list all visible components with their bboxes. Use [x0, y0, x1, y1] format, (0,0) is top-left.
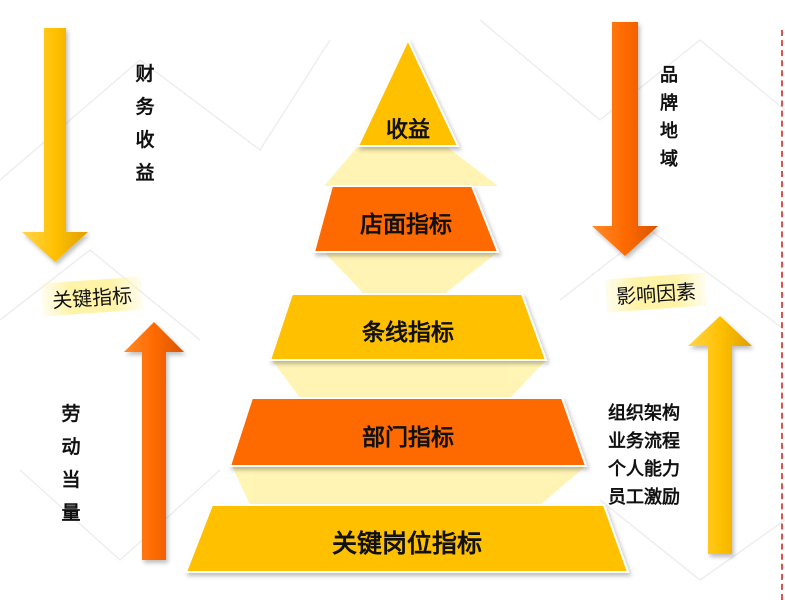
- factor-item: 业务流程: [608, 431, 680, 452]
- background-lines: [0, 19, 785, 581]
- pyramid-level-2: [312, 185, 500, 253]
- right-top-text: 品牌地域: [660, 65, 678, 170]
- left-key-indicator-tag: 关键指标: [40, 276, 144, 317]
- pyramid-level-5: [184, 504, 630, 573]
- pyramid-label-5: 关键岗位指标: [331, 529, 482, 558]
- left-bottom-text: 劳动当量: [61, 403, 81, 524]
- factor-item: 个人能力: [608, 459, 680, 480]
- pyramid-label-4: 部门指标: [362, 425, 454, 451]
- right-down-arrow: [592, 22, 658, 256]
- pyramid-level-4: [228, 397, 588, 467]
- right-edge-divider: [781, 30, 783, 600]
- pyramid-level-3: [268, 293, 548, 361]
- right-factor-list: 组织架构 业务流程 个人能力 员工激励: [608, 400, 680, 512]
- right-factors-tag: 影响因素: [604, 272, 708, 313]
- pyramid-label-1: 收益: [385, 118, 430, 143]
- left-top-text: 财务收益: [135, 63, 155, 184]
- factor-item: 员工激励: [608, 487, 680, 508]
- left-up-arrow: [124, 322, 184, 560]
- right-up-arrow: [688, 316, 752, 554]
- pyramid: [184, 37, 630, 573]
- left-down-arrow: [22, 28, 88, 262]
- factor-item: 组织架构: [608, 403, 680, 424]
- connector-bands: [232, 146, 586, 505]
- pyramid-label-2: 店面指标: [360, 212, 452, 238]
- pyramid-level-1: [356, 37, 460, 147]
- pyramid-label-3: 条线指标: [362, 320, 454, 346]
